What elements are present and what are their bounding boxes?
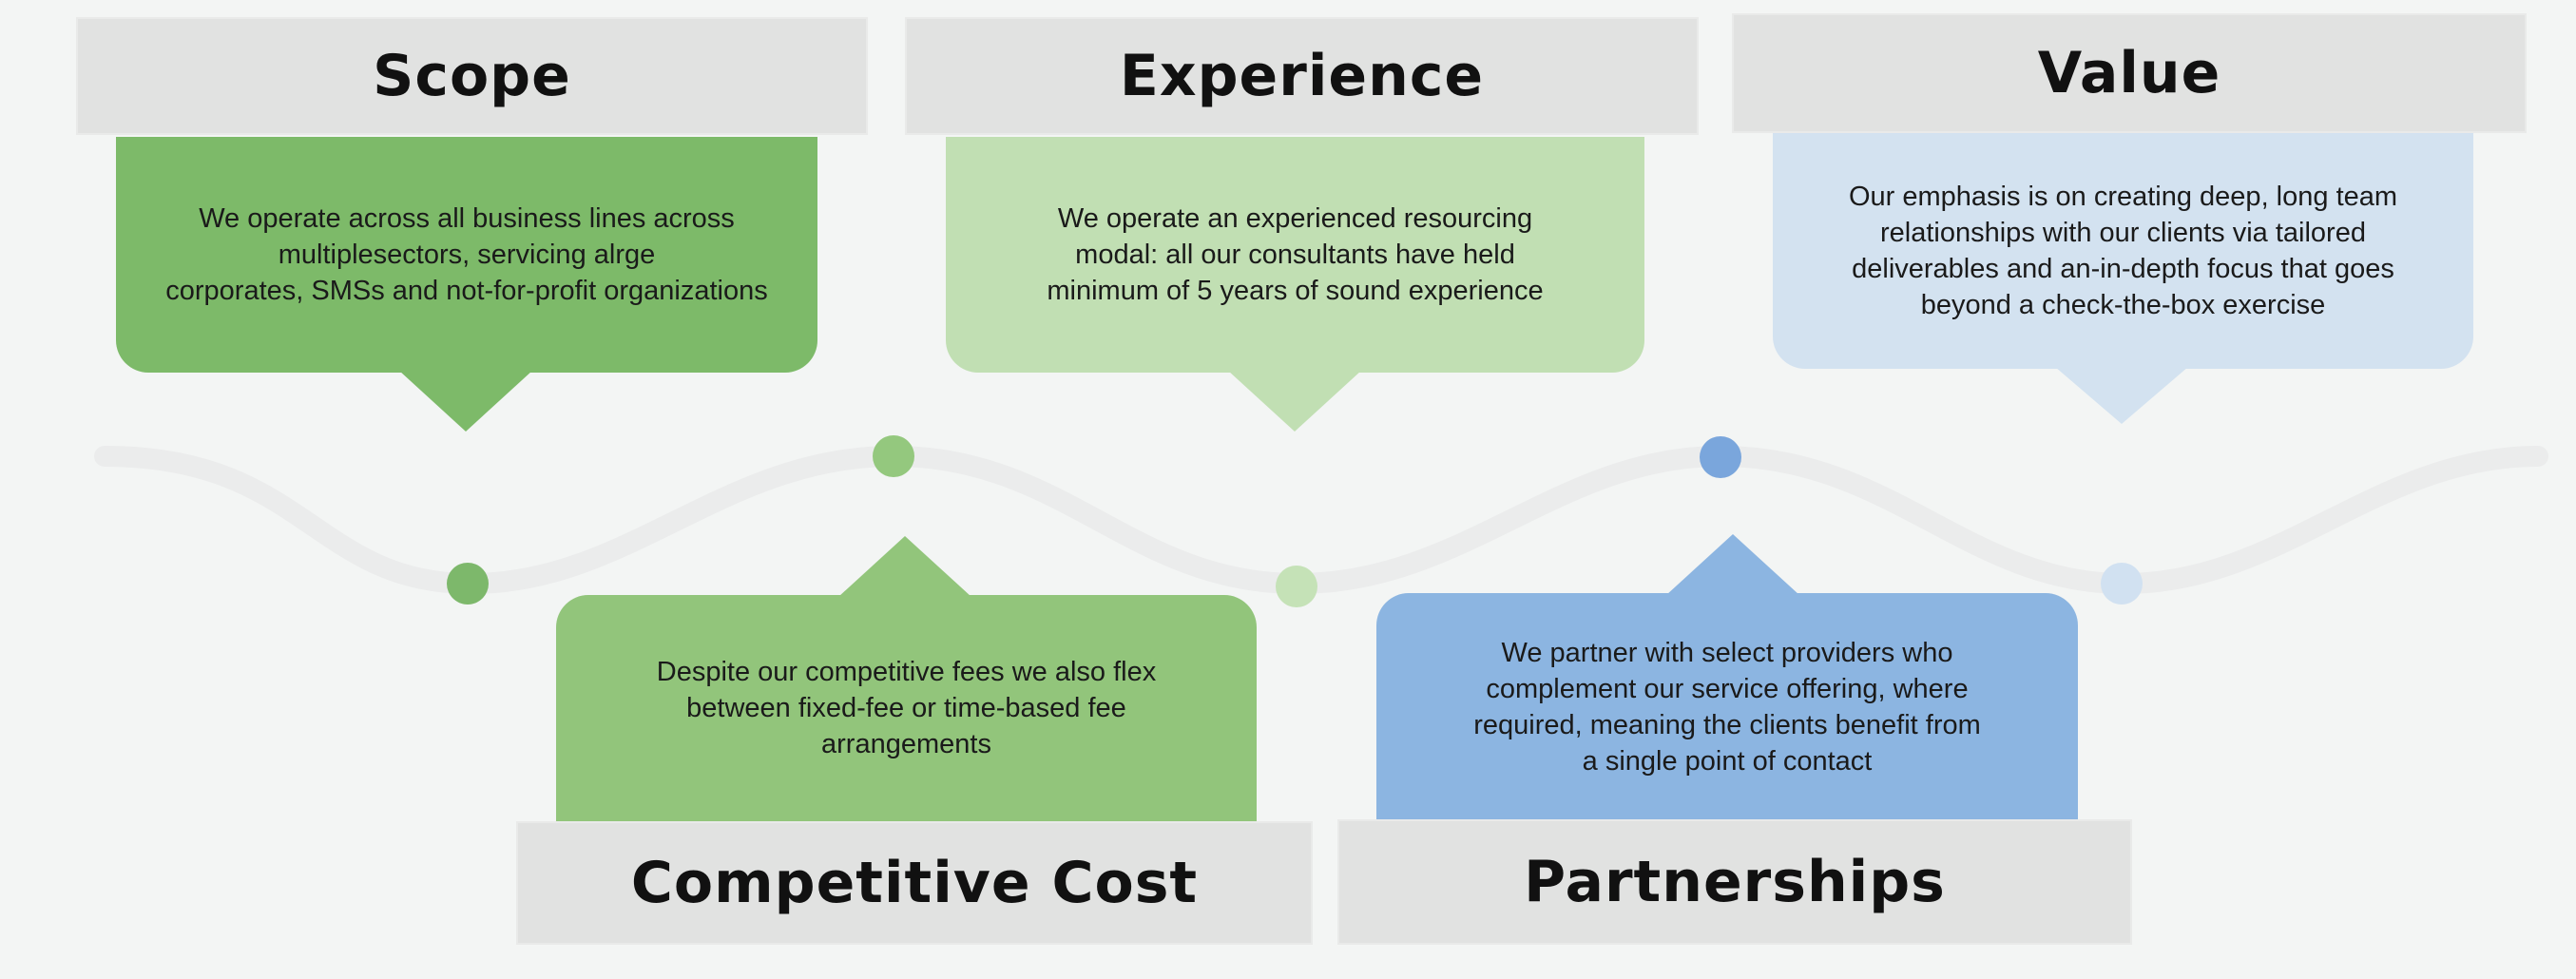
partnerships-title: Partnerships xyxy=(1524,849,1946,915)
competitive-cost-pointer xyxy=(838,536,971,597)
value-title-box: Value xyxy=(1732,13,2527,133)
experience-text: We operate an experienced resourcing mod… xyxy=(1047,203,1544,306)
value-pointer xyxy=(2055,367,2188,424)
experience-callout: We operate an experienced resourcing mod… xyxy=(946,137,1644,373)
experience-pointer xyxy=(1228,371,1361,432)
scope-callout: We operate across all business lines acr… xyxy=(116,137,817,373)
partnerships-pointer xyxy=(1666,534,1799,595)
partnerships-title-box: Partnerships xyxy=(1337,819,2132,945)
value-text: Our emphasis is on creating deep, long t… xyxy=(1848,182,2398,320)
node-value xyxy=(2101,563,2143,605)
value-callout: Our emphasis is on creating deep, long t… xyxy=(1773,133,2473,369)
scope-title: Scope xyxy=(373,43,571,109)
node-competitive-cost xyxy=(1276,566,1317,607)
node-experience xyxy=(873,435,914,477)
partnerships-callout: We partner with select providers who com… xyxy=(1376,593,2078,821)
node-scope xyxy=(447,563,489,605)
competitive-cost-text: Despite our competitive fees we also fle… xyxy=(656,657,1157,759)
scope-title-box: Scope xyxy=(76,17,868,135)
node-partnerships xyxy=(1700,436,1741,478)
experience-title-box: Experience xyxy=(905,17,1699,135)
scope-text: We operate across all business lines acr… xyxy=(165,203,768,306)
competitive-cost-title-box: Competitive Cost xyxy=(516,821,1313,945)
scope-pointer xyxy=(399,371,532,432)
partnerships-text: We partner with select providers who com… xyxy=(1473,638,1981,777)
experience-title: Experience xyxy=(1119,43,1485,109)
competitive-cost-title: Competitive Cost xyxy=(630,850,1199,916)
value-title: Value xyxy=(2037,40,2221,106)
competitive-cost-callout: Despite our competitive fees we also fle… xyxy=(556,595,1257,821)
